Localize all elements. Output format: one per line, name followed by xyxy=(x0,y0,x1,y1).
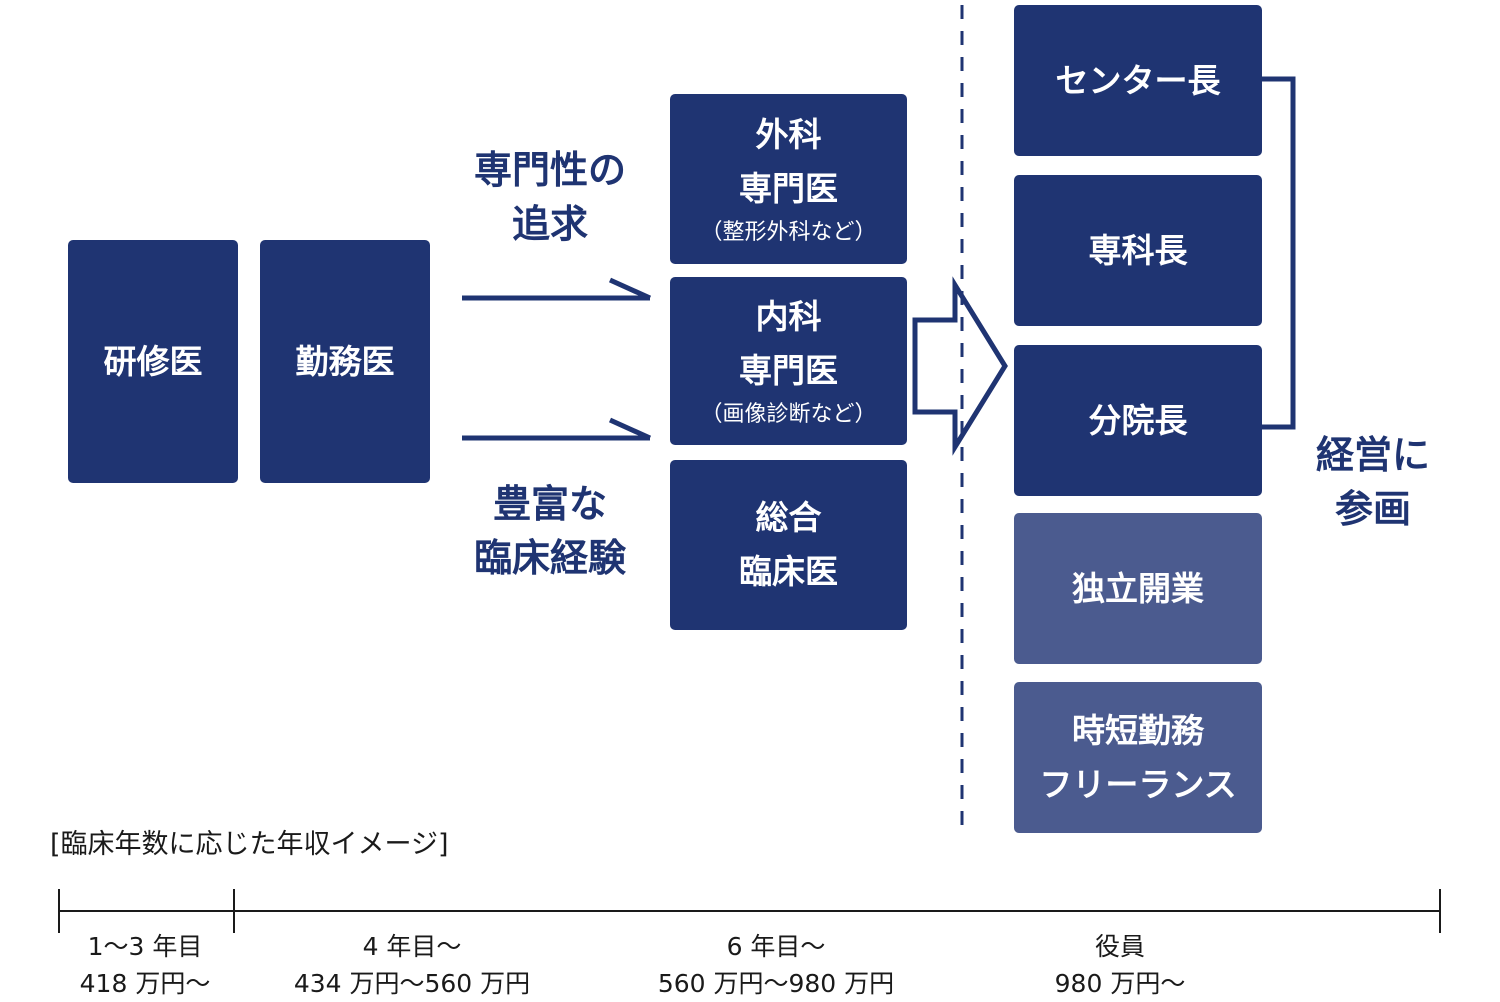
box-sogo-line2: 臨床医 xyxy=(739,552,838,591)
stage-1-years: 1〜3 年目 xyxy=(87,932,203,961)
label-senmon-line1: 専門性の xyxy=(473,148,626,192)
box-naika-line2: 専門医 xyxy=(739,351,838,390)
box-jitan: 時短勤務 フリーランス xyxy=(1014,682,1262,833)
box-bunin-cho: 分院長 xyxy=(1014,345,1262,496)
box-geka-line2: 専門医 xyxy=(739,169,838,208)
stage-2-years: 4 年目〜 xyxy=(362,932,462,961)
stage-3-salary: 560 万円〜980 万円 xyxy=(657,969,895,998)
box-geka-note: （整形外科など） xyxy=(700,220,877,245)
box-kinmui-label: 勤務医 xyxy=(295,341,395,381)
box-geka-line1: 外科 xyxy=(755,115,822,154)
timeline-stage-2: 4 年目〜 434 万円〜560 万円 xyxy=(272,928,552,1002)
box-dokuritsu: 独立開業 xyxy=(1014,513,1262,664)
management-bracket xyxy=(1262,76,1296,430)
stage-4-salary: 980 万円〜 xyxy=(1054,969,1186,998)
label-senmon: 専門性の 追求 xyxy=(445,143,655,251)
box-geka: 外科 専門医 （整形外科など） xyxy=(670,94,907,264)
label-hofu: 豊富な 臨床経験 xyxy=(445,477,655,585)
box-naika-note: （画像診断など） xyxy=(700,402,877,427)
timeline-stage-1: 1〜3 年目 418 万円〜 xyxy=(45,928,245,1002)
box-kenshui-label: 研修医 xyxy=(103,341,203,381)
box-senka-cho: 専科長 xyxy=(1014,175,1262,326)
box-kenshui: 研修医 xyxy=(68,240,238,483)
arrow-specialty xyxy=(462,277,652,301)
box-jitan-line1: 時短勤務 xyxy=(1072,710,1204,750)
box-naika-line1: 内科 xyxy=(755,297,822,336)
stage-1-salary: 418 万円〜 xyxy=(79,969,211,998)
label-senmon-line2: 追求 xyxy=(511,202,588,246)
stage-2-salary: 434 万円〜560 万円 xyxy=(293,969,531,998)
arrow-experience xyxy=(462,417,652,441)
stage-4-years: 役員 xyxy=(1094,932,1145,961)
box-sogo-line1: 総合 xyxy=(755,498,822,537)
timeline-stage-4: 役員 980 万円〜 xyxy=(1020,928,1220,1002)
box-center-cho-label: センター長 xyxy=(1055,60,1221,100)
label-keiei-line1: 経営に xyxy=(1315,433,1430,477)
box-kinmui: 勤務医 xyxy=(260,240,430,483)
label-hofu-line2: 臨床経験 xyxy=(473,536,626,580)
box-senka-cho-label: 専科長 xyxy=(1088,230,1188,270)
timeline-caption: [臨床年数に応じた年収イメージ] xyxy=(50,829,449,860)
timeline-stage-3: 6 年目〜 560 万円〜980 万円 xyxy=(636,928,916,1002)
label-keiei-line2: 参画 xyxy=(1334,487,1411,531)
label-keiei: 経営に 参画 xyxy=(1298,428,1448,536)
box-dokuritsu-label: 独立開業 xyxy=(1072,568,1204,608)
box-sogo: 総合 臨床医 xyxy=(670,460,907,630)
box-jitan-line2: フリーランス xyxy=(1039,764,1237,804)
big-hollow-arrow xyxy=(912,276,1008,456)
box-center-cho: センター長 xyxy=(1014,5,1262,156)
box-bunin-cho-label: 分院長 xyxy=(1088,400,1188,440)
box-naika: 内科 専門医 （画像診断など） xyxy=(670,277,907,445)
label-hofu-line1: 豊富な xyxy=(492,482,607,526)
timeline-axis xyxy=(58,889,1441,933)
stage-3-years: 6 年目〜 xyxy=(726,932,826,961)
